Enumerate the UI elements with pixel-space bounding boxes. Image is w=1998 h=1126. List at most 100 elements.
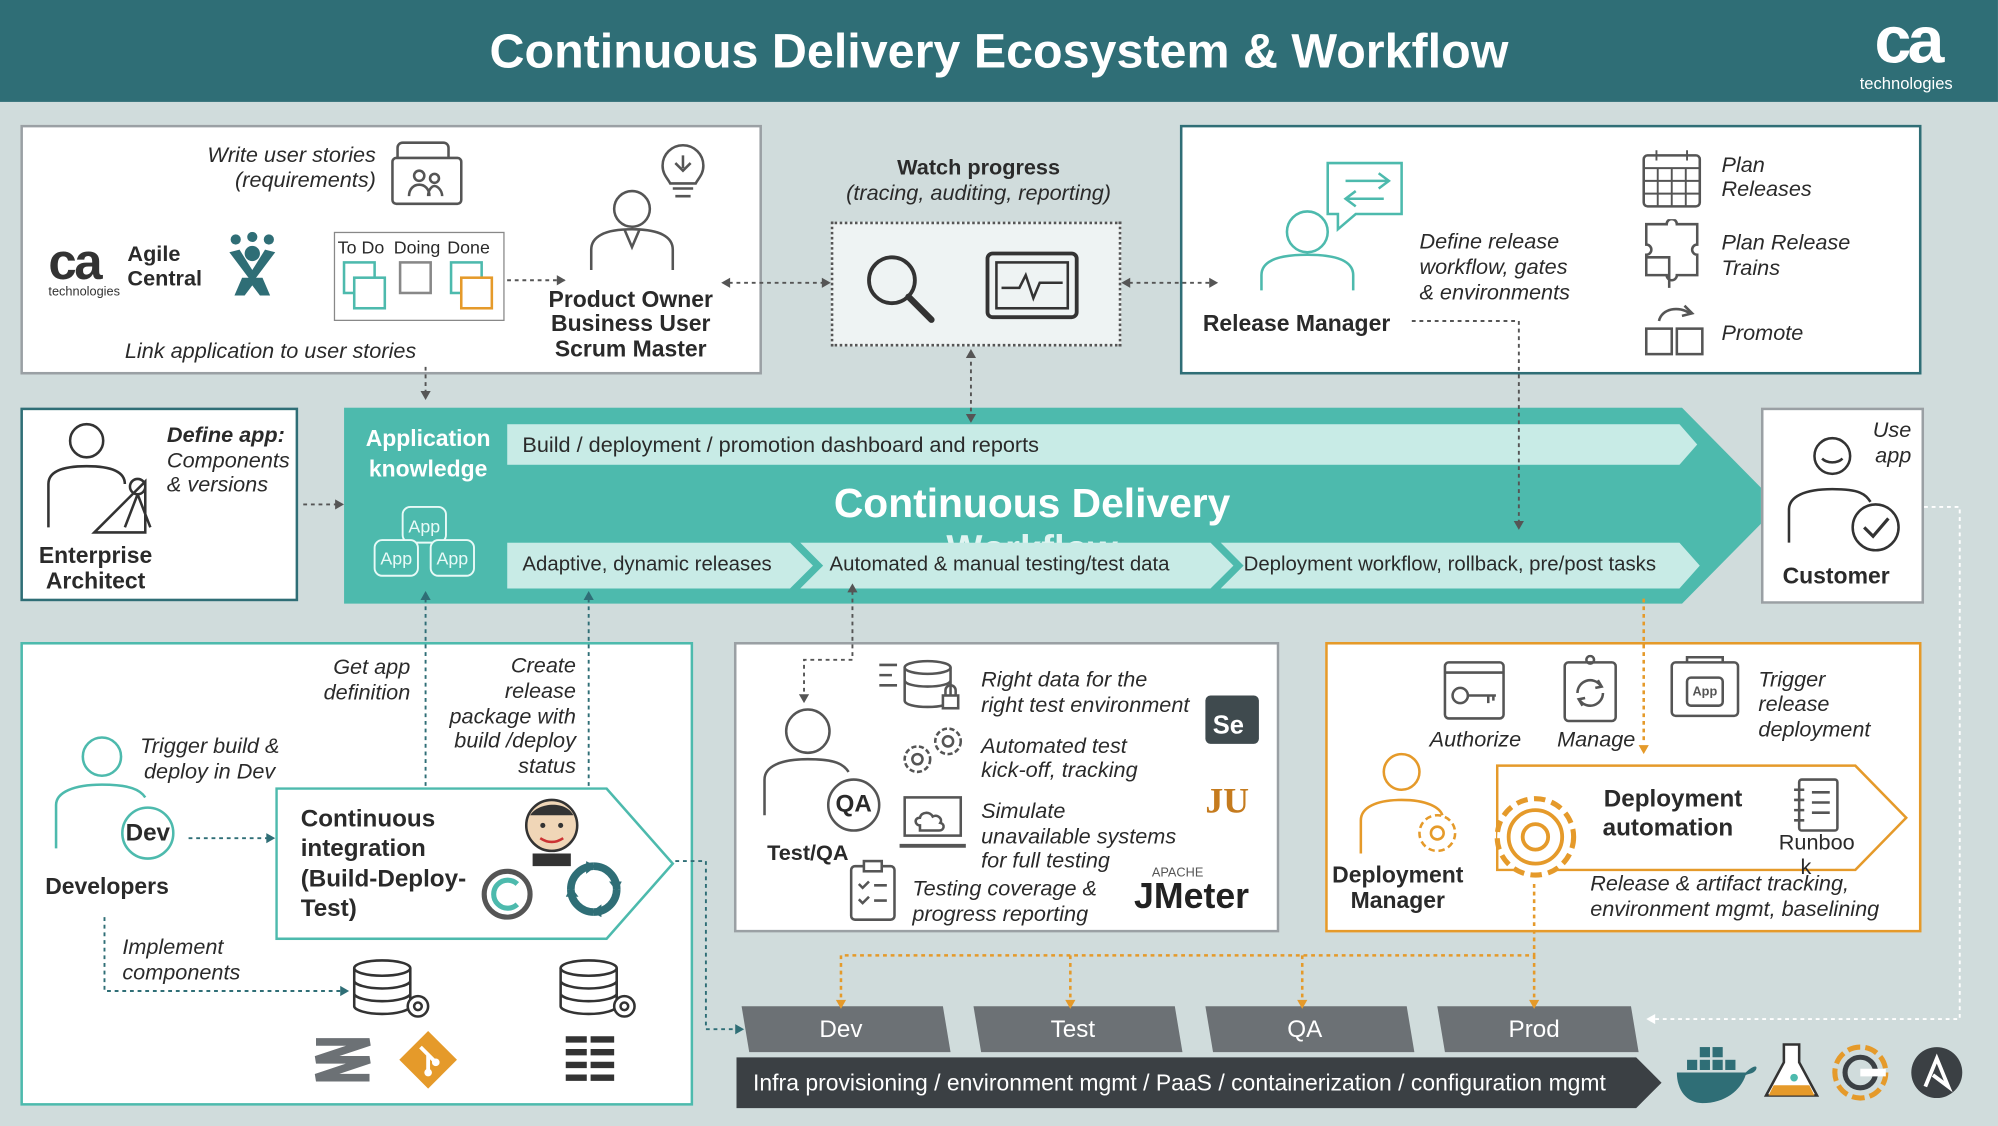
app-components-icon: [373, 506, 475, 577]
ci-line3: (Build-Deploy-: [300, 866, 467, 893]
deploy-automation-line1: Deployment: [1603, 785, 1743, 813]
junit-label: JU: [1205, 782, 1250, 822]
product-owner-icon: [589, 143, 705, 271]
kanban-cards-icon: [342, 261, 494, 310]
infra-bar-shape: [736, 1057, 1662, 1109]
puzzle-icon: [1644, 219, 1699, 288]
create-pkg-line2: release: [504, 678, 576, 704]
use-app-line1: Use: [1872, 417, 1912, 443]
watch-progress-title: Watch progress: [897, 155, 1061, 180]
implement-line1: Implement: [122, 934, 224, 960]
lane-testing: Automated & manual testing/test data: [829, 554, 1170, 576]
create-pkg-line5: status: [518, 754, 576, 779]
workflow-lanes-shape: [507, 542, 1700, 589]
user-stories-icon: [391, 141, 463, 206]
release-tracking-line2: environment mgmt, baselining: [1590, 896, 1880, 921]
app-label-top: App: [408, 515, 441, 537]
env-test: Test: [1050, 1016, 1096, 1044]
env-prod: Prod: [1508, 1016, 1560, 1044]
jenkins-icon: [524, 798, 579, 867]
test-data-icon: [879, 659, 960, 710]
role-developers: Developers: [45, 873, 169, 900]
authorize-label: Authorize: [1429, 727, 1522, 752]
deployment-manager-icon: [1359, 752, 1457, 854]
trigger-deploy-icon: [1670, 656, 1740, 718]
lane-adaptive: Adaptive, dynamic releases: [522, 554, 772, 576]
role-product-owner: Product Owner: [548, 286, 713, 313]
ca-logo-sub: technologies: [1859, 73, 1953, 93]
runbook-label: Runboo: [1778, 830, 1855, 855]
magnifier-icon: [867, 255, 935, 323]
define-app-line1: Components: [166, 448, 290, 473]
trigger-deploy-line1: Trigger: [1758, 667, 1826, 692]
role-business-user: Business User: [551, 310, 711, 337]
watch-progress-subtitle: (tracing, auditing, reporting): [846, 180, 1112, 206]
automation-gear-icon: [1494, 796, 1577, 878]
create-pkg-line3: package with: [449, 704, 576, 729]
manage-icon: [1563, 654, 1617, 723]
coverage-report-icon: [849, 859, 896, 921]
chef-flask-icon: [1763, 1043, 1820, 1097]
trigger-build-line2: deploy in Dev: [143, 759, 276, 784]
define-app-title: Define app:: [166, 422, 285, 448]
trigger-build-line1: Trigger build &: [140, 733, 280, 758]
role-architect-line1: Enterprise: [38, 542, 153, 569]
role-deploy-line2: Manager: [1350, 887, 1445, 914]
release-manager-panel: [1179, 124, 1922, 375]
define-release-line1: Define release: [1419, 229, 1560, 254]
test-item1-line2: right test environment: [981, 692, 1190, 718]
tester-icon: [763, 708, 881, 832]
role-architect-line2: Architect: [45, 568, 146, 594]
ca-brand-mark: ca: [48, 234, 102, 291]
create-pkg-line4: build /deploy: [454, 728, 576, 753]
ci-line2: integration: [300, 835, 426, 863]
test-item4-line1: Testing coverage &: [912, 876, 1097, 901]
authorize-icon: [1443, 661, 1505, 720]
link-app-stories: Link application to user stories: [124, 338, 417, 364]
env-shapes: [741, 1006, 1639, 1053]
runbook-label-tail: k: [1800, 854, 1812, 879]
get-app-def-line1: Get app: [333, 654, 411, 679]
developer-icon: [54, 736, 175, 860]
cd-title: Continuous Delivery: [833, 480, 1231, 527]
testqa-panel: [733, 641, 1280, 933]
cloudbees-icon: [481, 868, 533, 920]
architect-icon: [47, 422, 152, 534]
architect-panel: [20, 407, 299, 602]
release-tracking-line1: Release & artifact tracking,: [1590, 871, 1850, 896]
env-qa: QA: [1287, 1016, 1323, 1044]
monitor-icon: [985, 251, 1079, 320]
app-label-right: App: [436, 547, 469, 569]
docker-icon: [1676, 1047, 1757, 1104]
config-mgmt-icon: [1832, 1044, 1889, 1101]
virtual-service-icon: [899, 796, 966, 848]
plan-trains-line2: Trains: [1721, 256, 1781, 281]
env-dev: Dev: [819, 1016, 863, 1044]
implement-line2: components: [122, 960, 241, 985]
promote-icon: [1644, 304, 1704, 356]
title-bar: [0, 0, 1998, 102]
cycle-arrows-icon: [565, 861, 622, 918]
define-app-line2: & versions: [166, 472, 269, 497]
selenium-label: Se: [1212, 712, 1244, 741]
plan-trains-line1: Plan Release: [1721, 230, 1851, 255]
git-icon: [399, 1030, 457, 1089]
runbook-icon: [1794, 778, 1839, 832]
qa-badge: QA: [835, 791, 872, 818]
define-release-line2: workflow, gates: [1419, 254, 1568, 279]
dev-badge: Dev: [125, 820, 171, 848]
test-item2-line1: Automated test: [981, 733, 1127, 758]
define-release-line3: & environments: [1419, 280, 1570, 305]
test-item4-line2: progress reporting: [912, 901, 1089, 927]
trigger-deploy-line3: deployment: [1758, 717, 1871, 742]
write-stories-line2: (requirements): [235, 168, 376, 193]
app-label-left: App: [380, 547, 413, 569]
agile-central-line2: Central: [127, 266, 203, 291]
use-app-line2: app: [1875, 443, 1912, 468]
plan-releases-line2: Releases: [1721, 177, 1812, 202]
jmeter-label: JMeter: [1134, 876, 1250, 916]
create-pkg-line1: Create: [510, 653, 576, 678]
page-title: Continuous Delivery Ecosystem & Workflow: [489, 25, 1509, 79]
ansible-icon: [1911, 1047, 1963, 1099]
